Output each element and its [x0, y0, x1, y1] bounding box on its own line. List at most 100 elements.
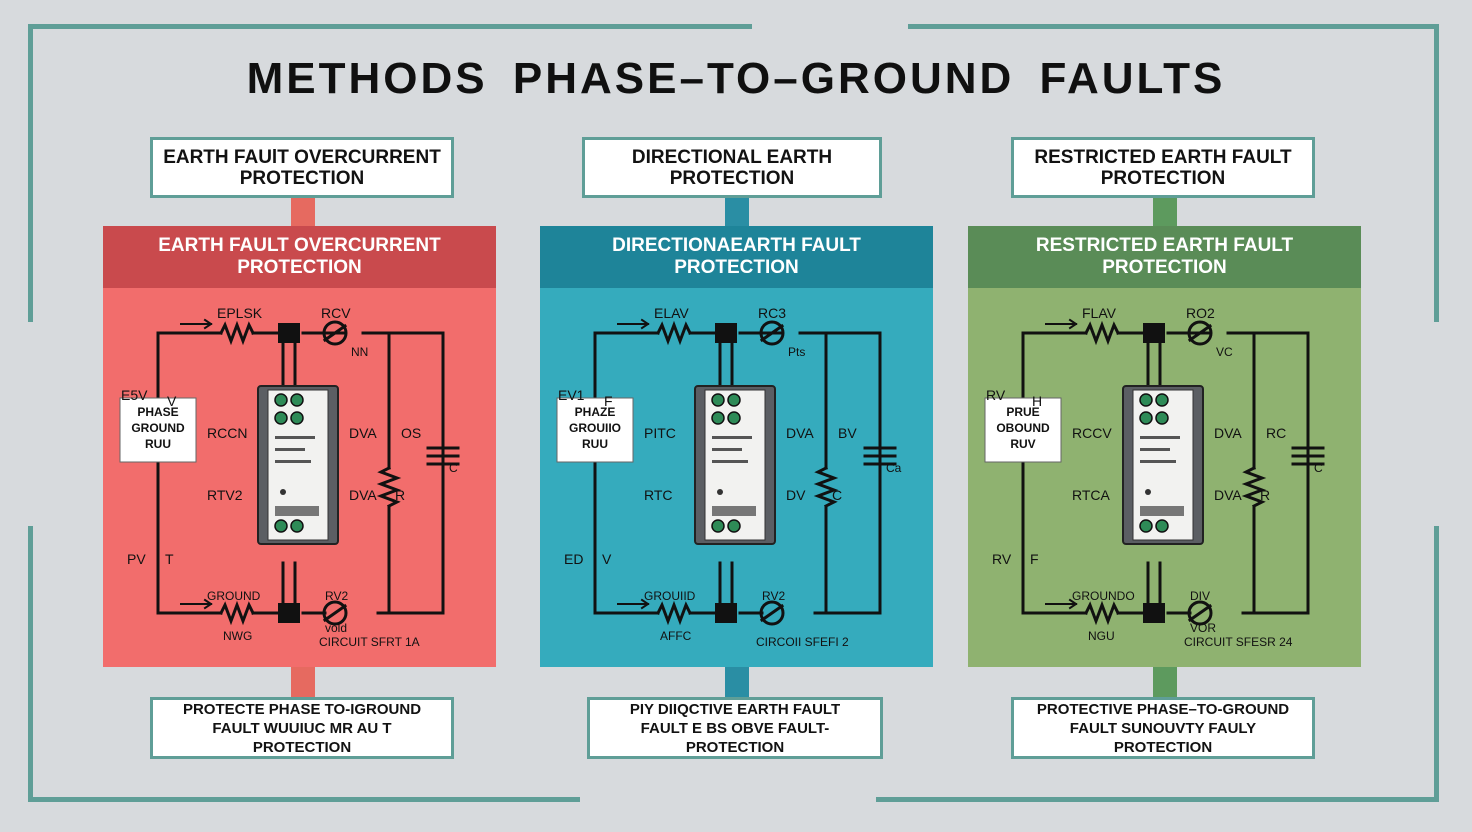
label-top-resistor: ELAV — [654, 305, 689, 321]
label-mid-right-lower: DV — [786, 487, 806, 503]
switch-bottom — [1187, 600, 1213, 626]
label-top-switch: RC3 — [758, 305, 786, 321]
label-left-upper-b: V — [167, 393, 177, 409]
wire-left — [593, 331, 660, 562]
wire-left-lower — [593, 558, 660, 615]
arrow-top — [617, 318, 650, 330]
junction-node-bottom — [1143, 603, 1165, 623]
phase-ground-box-line: PRUE — [1006, 405, 1039, 419]
resistor-vertical — [376, 465, 402, 509]
connector-top-1 — [290, 198, 315, 228]
panel-header-line: PROTECTION — [1102, 257, 1227, 278]
phase-ground-box-line: PHASE — [137, 405, 178, 419]
junction-node-bottom — [715, 603, 737, 623]
label-top-switch: RCV — [321, 305, 351, 321]
arrow-top — [180, 318, 213, 330]
label-far-upper: BV — [838, 425, 857, 441]
label-mid-left-lower: RTV2 — [207, 487, 243, 503]
label-far-lower: C — [832, 487, 842, 503]
label-left-lower-b: V — [602, 551, 612, 567]
relay-device — [694, 385, 776, 545]
label-mid-left-upper: RCCV — [1072, 425, 1112, 441]
wire-left — [1021, 331, 1088, 562]
phase-ground-box — [119, 397, 197, 463]
page-title: METHODS PHASE–TO–GROUND FAULTS — [246, 54, 1226, 103]
method-label-top-line: DIRECTIONAL EARTH — [631, 146, 833, 168]
arrow-bottom — [617, 598, 650, 610]
label-top-switch-sub: VC — [1216, 345, 1233, 359]
label-mid-left-upper: PITC — [644, 425, 676, 441]
method-label-bottom-line: FAULT E BS OBVE FAULT- — [640, 719, 830, 737]
label-bottom-switch: RV2 — [325, 589, 348, 603]
label-circuit: CIRCUIT SFESR 24 — [1184, 635, 1293, 649]
label-left-lower: ED — [564, 551, 583, 567]
label-top-switch-sub: NN — [351, 345, 368, 359]
method-label-bottom-line: PROTECTION — [1113, 738, 1213, 756]
wire-left-lower — [1021, 558, 1088, 615]
wire-relay-leads — [718, 341, 734, 615]
label-bottom-switch: DIV — [1190, 589, 1210, 603]
resistor-bottom — [218, 600, 256, 626]
wire-relay-leads — [281, 341, 297, 615]
resistor-top — [655, 320, 693, 346]
connector-bottom-1 — [290, 666, 315, 698]
frame-gap-bottom — [580, 796, 876, 806]
switch-bottom-blade — [1187, 603, 1213, 623]
label-left-lower-b: T — [165, 551, 174, 567]
wire-left — [156, 331, 223, 562]
switch-bottom-blade — [759, 603, 785, 623]
resistor-vertical — [813, 465, 839, 509]
label-top-switch-sub: Pts — [788, 345, 805, 359]
label-capacitor: C — [449, 461, 458, 475]
capacitor-symbol — [426, 434, 460, 480]
label-mid-right-upper: DVA — [1214, 425, 1242, 441]
panel-header-line: EARTH FAULT OVERCURRENT — [158, 235, 441, 256]
method-label-top-line: RESTRICTED EARTH FAULT — [1034, 146, 1292, 168]
phase-ground-box-line: GROUIIO — [569, 421, 621, 435]
connector-top-3 — [1152, 198, 1177, 228]
phase-ground-box-line: GROUND — [131, 421, 185, 435]
method-label-bottom-line: FAULT SUNOUVTY FAULY — [1069, 719, 1257, 737]
junction-node-top — [278, 323, 300, 343]
label-capacitor: Ca — [886, 461, 902, 475]
label-bottom-resistor: GROUIID — [644, 589, 696, 603]
label-left-upper: EV1 — [558, 387, 585, 403]
method-label-bottom-line: FAULT WUUIUC MR AU T — [212, 719, 392, 737]
phase-ground-box — [984, 397, 1062, 463]
method-label-bottom-line: PROTECTION — [685, 738, 785, 756]
wire-left-lower — [156, 558, 223, 615]
phase-ground-box-line: PHAZE — [575, 405, 616, 419]
label-bottom-resistor: GROUNDO — [1072, 589, 1135, 603]
arrow-bottom — [1045, 598, 1078, 610]
phase-ground-box-line: RUV — [1010, 437, 1035, 451]
label-mid-right-upper: DVA — [349, 425, 377, 441]
label-mid-left-upper: RCCN — [207, 425, 247, 441]
resistor-bottom — [1083, 600, 1121, 626]
label-left-upper-b: F — [604, 393, 613, 409]
label-bottom-switch-sub: vold — [325, 621, 347, 635]
label-mid-left-lower: RTC — [644, 487, 673, 503]
switch-top-blade — [759, 323, 785, 343]
method-label-top-line: PROTECTION — [669, 167, 795, 189]
capacitor-symbol — [1291, 434, 1325, 480]
label-capacitor: C — [1314, 461, 1323, 475]
label-mid-right-lower: DVA — [1214, 487, 1242, 503]
junction-node-bottom — [278, 603, 300, 623]
label-mid-left-lower: RTCA — [1072, 487, 1111, 503]
label-bottom-resistor-sub: AFFC — [660, 629, 692, 643]
label-mid-right-upper: DVA — [786, 425, 814, 441]
label-bottom-resistor: GROUND — [207, 589, 261, 603]
method-label-top-line: EARTH FAUlT OVERCURRENT — [163, 146, 441, 168]
method-label-top-line: PROTECTION — [239, 167, 365, 189]
relay-device — [1122, 385, 1204, 545]
frame-gap-top — [752, 22, 908, 32]
